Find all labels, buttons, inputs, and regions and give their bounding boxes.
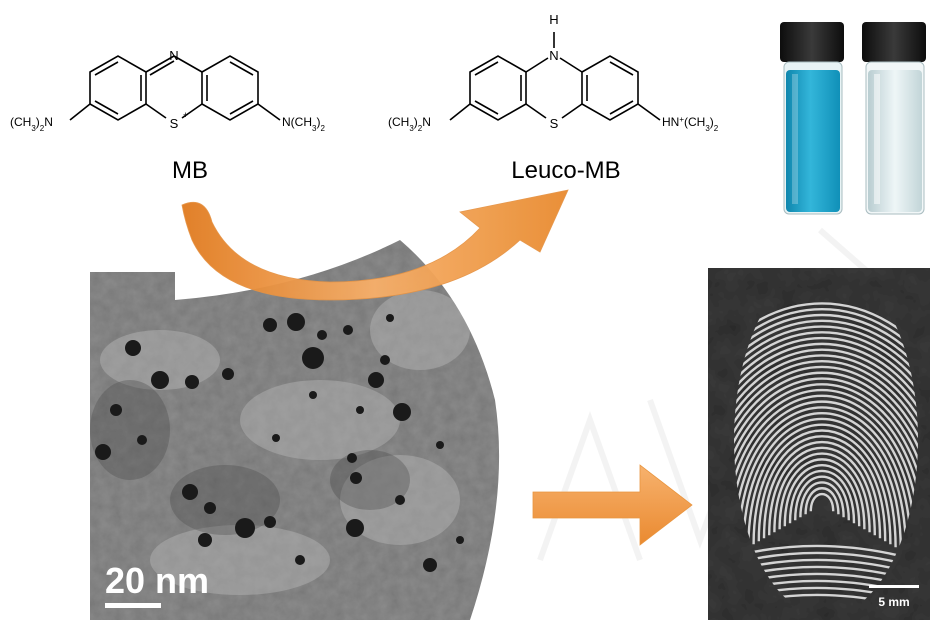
fingerprint-ridge	[734, 336, 918, 593]
leuco-right-substituent: HN+(CH3)2	[662, 115, 719, 133]
leuco-left-ring	[469, 55, 527, 121]
mb-labels: N S + (CH3)2N N(CH3)2 MB	[10, 48, 325, 184]
mb-right-substituent: N(CH3)2	[282, 115, 325, 133]
fingerprint-ridge	[734, 394, 918, 563]
tem-nanoparticles	[95, 313, 464, 572]
leuco-name: Leuco-MB	[511, 157, 620, 184]
fingerprint-ridge	[752, 429, 892, 545]
fingerprint-ridge	[734, 383, 918, 569]
fingerprint-ridge	[788, 469, 856, 524]
mb-ring-n: N	[169, 48, 178, 63]
fingerprint-ridge	[773, 452, 871, 533]
straight-arrow-icon	[532, 464, 693, 546]
mb-left-substituent: (CH3)2N	[10, 115, 53, 133]
mb-name: MB	[172, 157, 208, 184]
fingerprint-ridge	[734, 389, 918, 566]
fingerprint-scale-label: 5 mm	[878, 595, 909, 609]
fingerprint-ridge	[809, 493, 835, 512]
tem-scale-bar: 20 nm	[105, 560, 209, 608]
fingerprint-ridge	[768, 446, 876, 536]
vials-photo	[772, 20, 938, 220]
mb-structure	[69, 55, 281, 121]
leuco-labels: H N S (CH3)2N HN+(CH3)2 Leuco-MB	[388, 12, 719, 184]
leuco-right-ring	[581, 55, 639, 121]
fingerprint-ridge	[762, 440, 882, 539]
fingerprint-ridge	[734, 331, 918, 596]
fingerprint-ridge	[734, 360, 918, 581]
fingerprint-ridge	[734, 313, 918, 605]
fingerprint-ridge	[757, 435, 887, 542]
vial-blue-cap	[780, 22, 844, 62]
mb-ring-s: S	[170, 116, 179, 131]
fingerprint-ridge	[736, 411, 908, 554]
fingerprint-photo	[708, 268, 930, 620]
fingerprint-ridge	[734, 342, 918, 590]
vial-clear-cap	[862, 22, 926, 62]
fingerprint-ridge	[734, 377, 918, 572]
fingerprint-ridge	[734, 325, 918, 599]
fingerprint-ridge	[734, 406, 913, 557]
tem-texture	[100, 290, 470, 595]
mb-left-ring	[89, 55, 147, 121]
fingerprint-ridge	[799, 481, 845, 518]
watermark	[537, 227, 902, 562]
mb-right-ring	[201, 55, 259, 121]
leuco-left-substituent: (CH3)2N	[388, 115, 431, 133]
fingerprint-ridge	[794, 475, 850, 521]
mb-ring-s-charge: +	[183, 110, 188, 120]
fingerprint-ridge	[742, 417, 902, 551]
fingerprint-ridge	[734, 302, 918, 611]
vial-clear-liquid	[868, 70, 922, 212]
curved-reaction-arrow-icon	[181, 189, 569, 301]
tem-micrograph	[90, 240, 500, 620]
fingerprint-ridge	[783, 463, 861, 527]
fingerprint-ridge	[734, 366, 918, 578]
vial-blue	[780, 22, 844, 215]
fingerprint-scale-bar: 5 mm	[869, 585, 919, 609]
fingerprint-ridge	[734, 308, 918, 608]
vial-blue-liquid	[786, 70, 840, 212]
leuco-ring-s: S	[550, 116, 559, 131]
fingerprint-ridge	[778, 458, 866, 530]
fingerprint-ridge	[734, 319, 918, 602]
fingerprint-ridge	[734, 348, 918, 587]
leuco-structure	[449, 32, 661, 121]
fingerprint-ridge	[734, 400, 918, 560]
leuco-ring-h: H	[549, 12, 558, 27]
tem-scale-label: 20 nm	[105, 560, 209, 601]
fingerprint-ridge	[747, 423, 897, 548]
leuco-ring-n: N	[549, 48, 558, 63]
fingerprint-ridge	[734, 371, 918, 575]
fingerprint-ridge	[734, 354, 918, 584]
vial-clear	[862, 22, 926, 215]
fingerprint-ridge	[804, 487, 840, 515]
